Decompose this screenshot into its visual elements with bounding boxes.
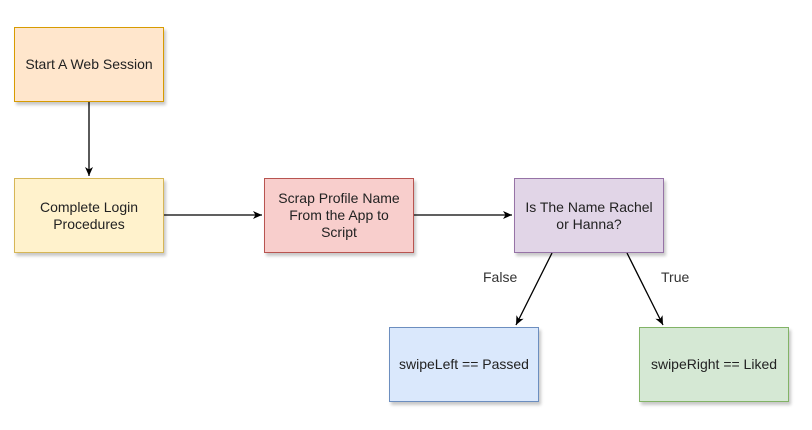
edge-decide-to-left [515,252,553,326]
swipe-left-node[interactable]: swipeLeft == Passed [389,327,539,402]
edge-decide-to-right [626,252,664,326]
swipe-right-node[interactable]: swipeRight == Liked [639,327,789,402]
swipe-right-label: swipeRight == Liked [650,356,778,372]
false-edge-label: False [481,269,520,285]
name-decision-node[interactable]: Is The Name Rachel or Hanna? [514,178,664,253]
complete-login-node[interactable]: Complete Login Procedures [14,178,164,253]
scrap-profile-name-node[interactable]: Scrap Profile Name From the App to Scrip… [264,178,414,253]
true-edge-label: True [659,269,692,285]
complete-login-label: Complete Login Procedures [39,198,139,232]
start-web-session-label: Start A Web Session [25,56,153,72]
swipe-left-label: swipeLeft == Passed [399,356,529,372]
start-web-session-node[interactable]: Start A Web Session [14,27,164,102]
scrap-profile-name-label: Scrap Profile Name From the App to Scrip… [278,190,400,240]
name-decision-label: Is The Name Rachel or Hanna? [525,198,653,232]
